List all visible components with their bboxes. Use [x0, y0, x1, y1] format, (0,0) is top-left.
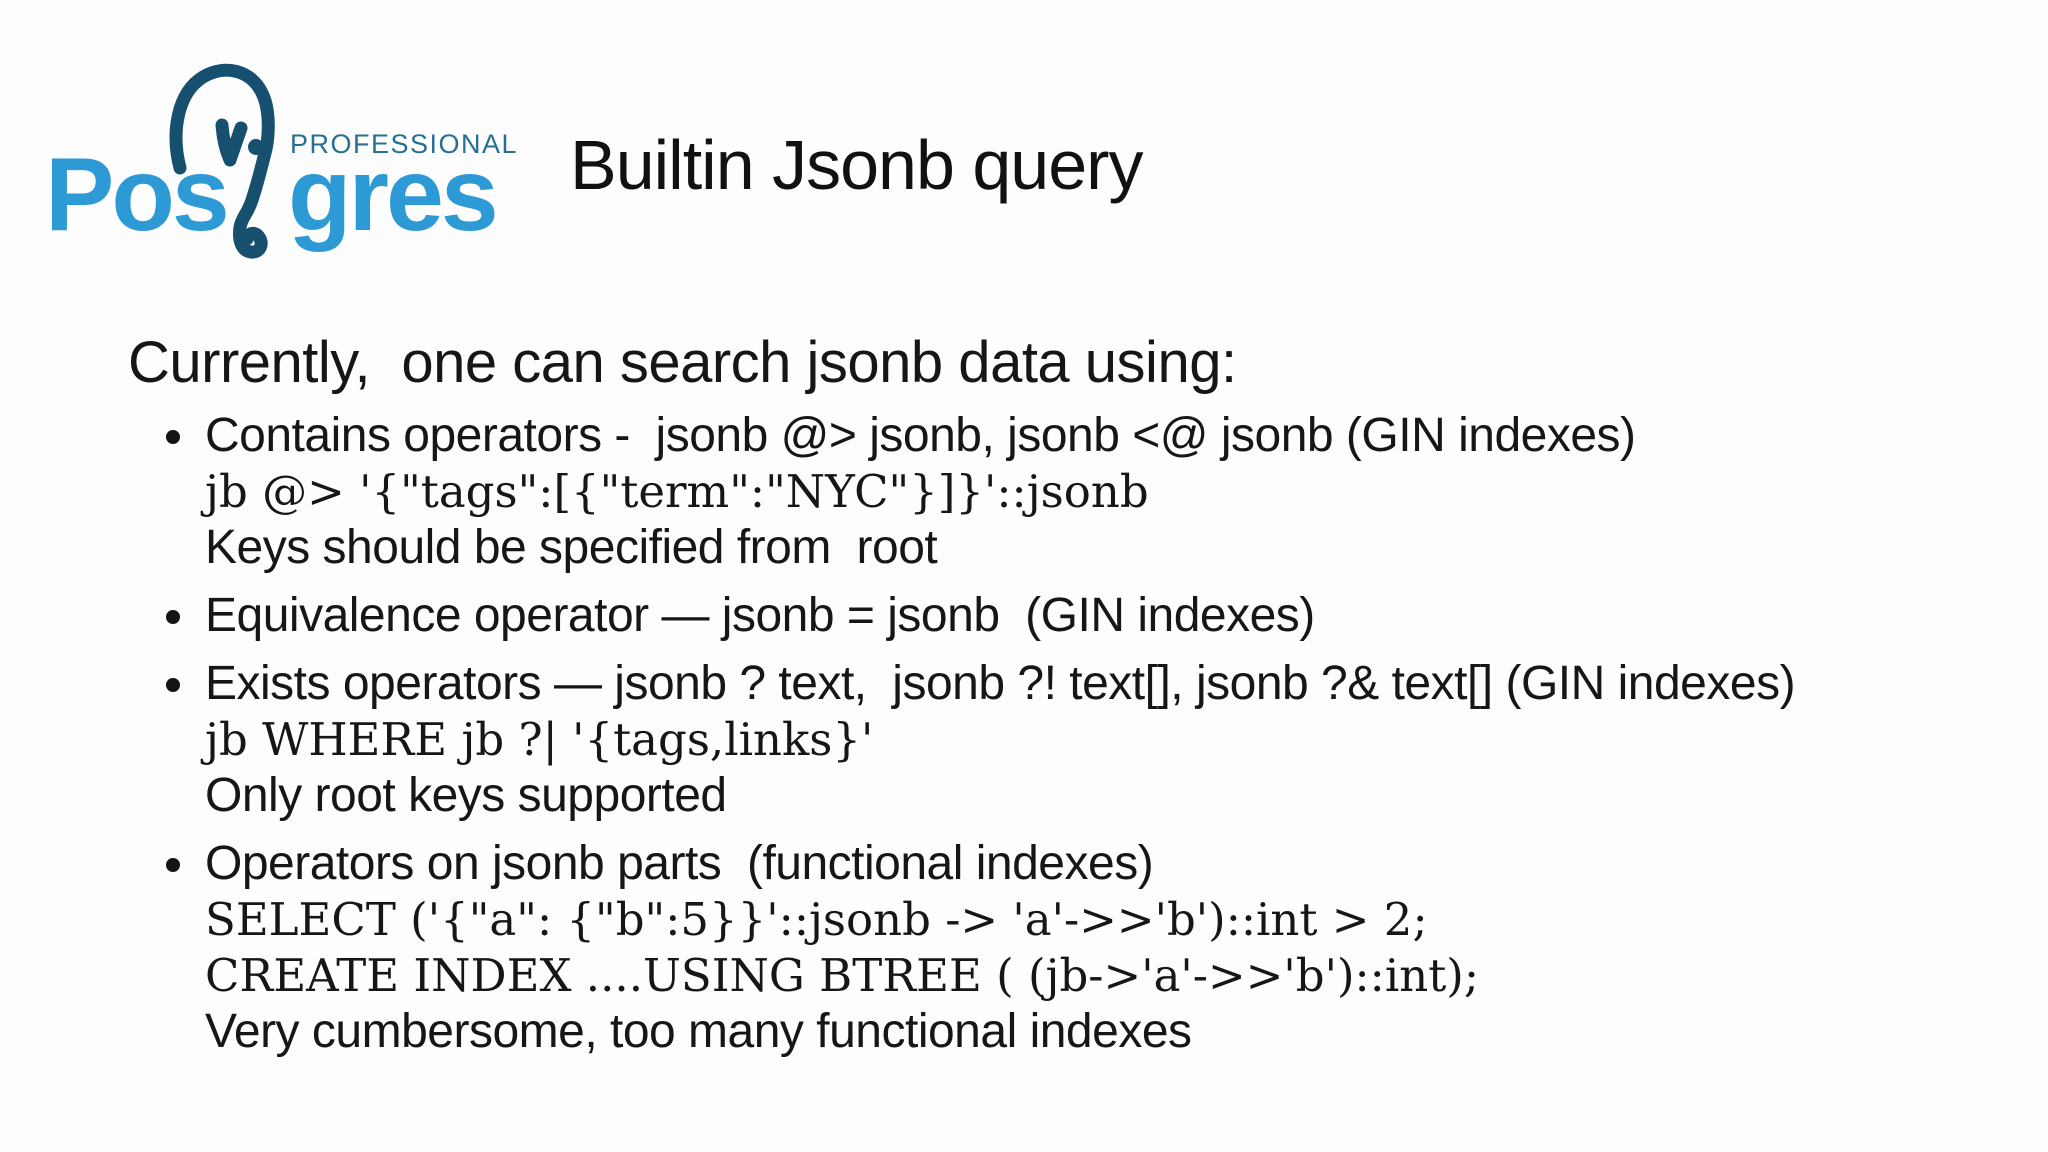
bullet-label: Exists operators — jsonb ? text, jsonb ?…: [205, 657, 1796, 710]
elephant-icon: [169, 63, 275, 259]
bullet-item: Contains operators - jsonb @> jsonb, jso…: [128, 408, 1988, 464]
slide-title: Builtin Jsonb query: [570, 126, 1143, 204]
logo-text-pos: Pos: [45, 137, 230, 253]
bullet-label: Operators on jsonb parts (functional ind…: [205, 837, 1154, 890]
bullet-dot-icon: [166, 858, 180, 872]
bullet-item: Operators on jsonb parts (functional ind…: [128, 836, 1988, 892]
note-line: Keys should be specified from root: [205, 521, 938, 574]
bullet-group-equivalence: Equivalence operator — jsonb = jsonb (GI…: [128, 588, 1988, 644]
slide-body: Currently, one can search jsonb data usi…: [128, 330, 1988, 1060]
code-line: CREATE INDEX ....USING BTREE ( (jb->'a'-…: [205, 949, 1479, 1002]
intro-line: Currently, one can search jsonb data usi…: [128, 330, 1237, 395]
bullet-dot-icon: [166, 678, 180, 692]
code-line: jb @> '{"tags":[{"term":"NYC"}]}'::jsonb: [205, 465, 1149, 518]
bullet-group-contains: Contains operators - jsonb @> jsonb, jso…: [128, 408, 1988, 576]
postgres-pro-logo: Pos gres PROFESSIONAL: [45, 55, 519, 270]
code-line: SELECT ('{"a": {"b":5}}'::jsonb -> 'a'->…: [205, 893, 1428, 946]
logo-text-professional: PROFESSIONAL: [290, 129, 519, 159]
logo-text-gres: gres: [288, 137, 499, 253]
code-line: jb WHERE jb ?| '{tags,links}': [205, 713, 874, 766]
bullet-dot-icon: [166, 430, 180, 444]
bullet-dot-icon: [166, 610, 180, 624]
bullet-label: Equivalence operator — jsonb = jsonb (GI…: [205, 589, 1315, 642]
note-line: Very cumbersome, too many functional ind…: [205, 1005, 1192, 1058]
bullet-item: Exists operators — jsonb ? text, jsonb ?…: [128, 656, 1988, 712]
note-line: Only root keys supported: [205, 769, 727, 822]
bullet-group-jsonb-parts: Operators on jsonb parts (functional ind…: [128, 836, 1988, 1060]
bullet-group-exists: Exists operators — jsonb ? text, jsonb ?…: [128, 656, 1988, 824]
bullet-label: Contains operators - jsonb @> jsonb, jso…: [205, 409, 1636, 462]
bullet-item: Equivalence operator — jsonb = jsonb (GI…: [128, 588, 1988, 644]
